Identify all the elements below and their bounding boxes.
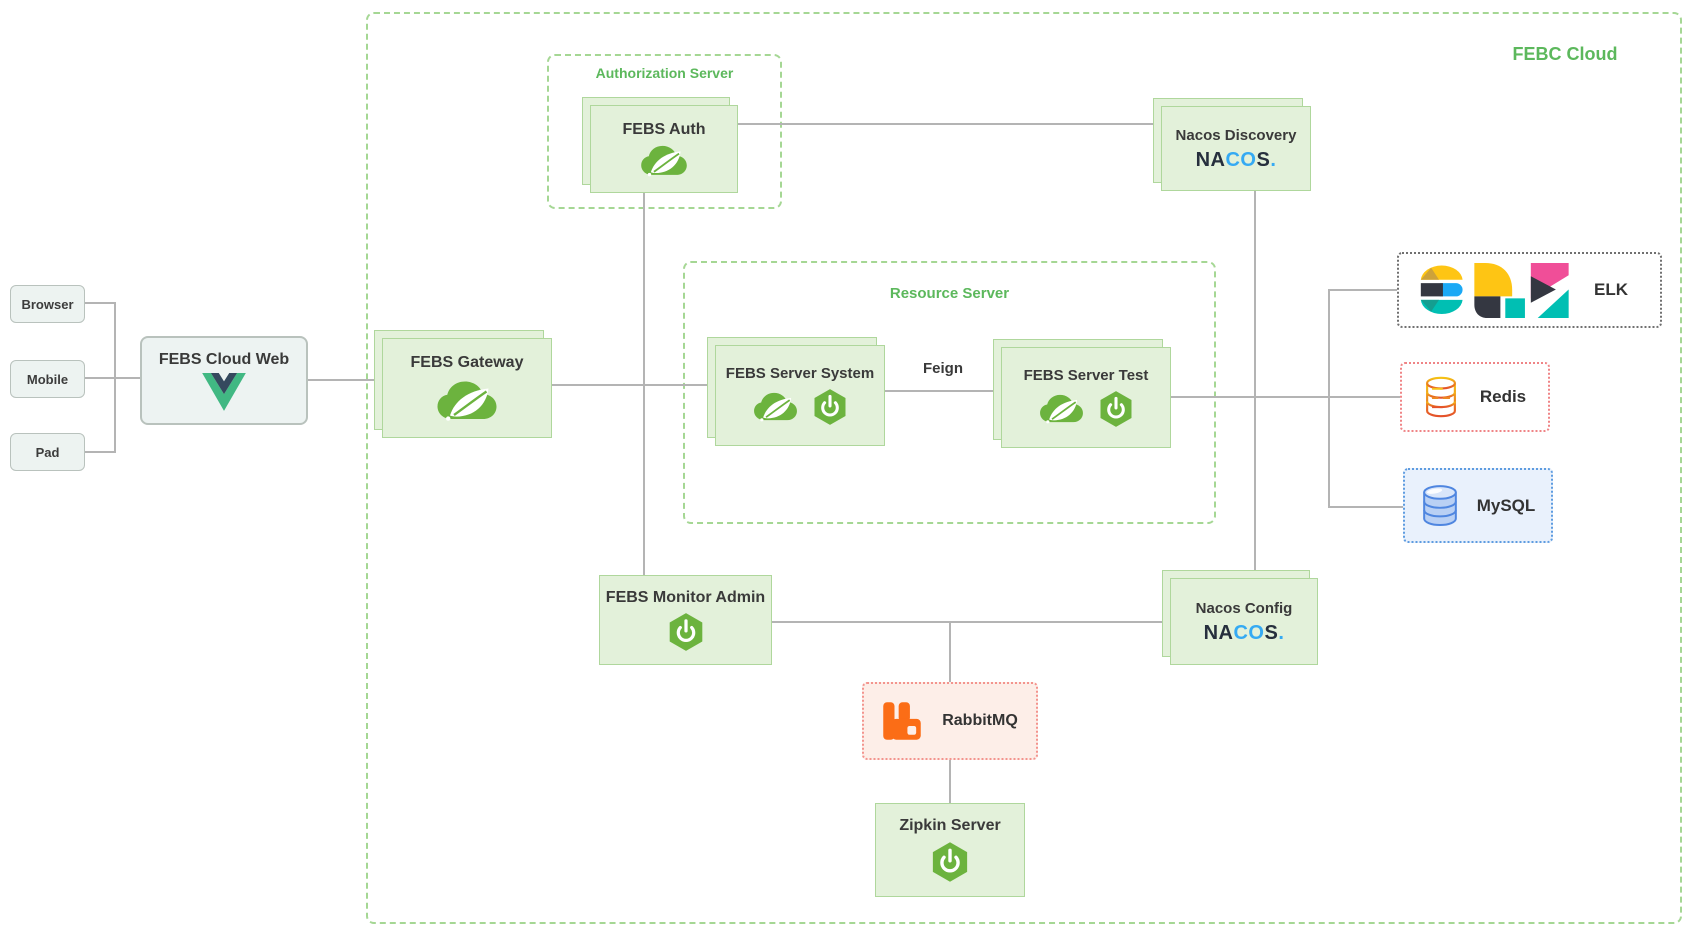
febs-gateway-label: FEBS Gateway [410, 353, 524, 371]
pad-label: Pad [35, 444, 60, 460]
edge-gateway-system [552, 384, 715, 386]
node-febs-server-test: FEBS Server Test [993, 339, 1171, 448]
edge-nacos-discovery-config-vertical [1254, 191, 1256, 570]
edge-test-redis [1171, 396, 1400, 398]
nacos-logo: NACOS. [1195, 149, 1277, 171]
vue-icon [202, 372, 246, 411]
spring-boot-icon [811, 388, 849, 426]
edge-pad-junction [85, 451, 116, 453]
febc-cloud-label: FEBC Cloud [1512, 44, 1618, 64]
node-pad: Pad [10, 433, 85, 471]
node-febs-cloud-web: FEBS Cloud Web [140, 336, 308, 425]
spring-cloud-icon [639, 144, 689, 178]
edge-web-gateway [308, 379, 374, 381]
nacos-config-label: Nacos Config [1195, 600, 1293, 617]
resource-server-label: Resource Server [889, 285, 1010, 302]
node-zipkin-server: Zipkin Server [875, 803, 1025, 897]
edge-branch-elk [1329, 289, 1397, 291]
redis-db-icon [1424, 375, 1458, 419]
edge-branch-mysql [1329, 506, 1403, 508]
nacos-logo: NACOS. [1203, 622, 1285, 644]
edge-auth-nacos-discovery [738, 123, 1161, 125]
edge-clients-vertical [114, 302, 116, 453]
rabbitmq-label: RabbitMQ [942, 712, 1018, 729]
spring-cloud-icon [1038, 393, 1085, 425]
browser-label: Browser [21, 296, 74, 312]
mysql-label: MySQL [1476, 495, 1536, 515]
mobile-label: Mobile [26, 371, 69, 387]
edge-auth-monitor-vertical [643, 193, 645, 575]
spring-boot-icon [1097, 390, 1135, 428]
node-mysql: MySQL [1403, 468, 1553, 543]
edge-system-test [885, 390, 1001, 392]
rabbitmq-icon [882, 700, 922, 742]
febs-cloud-web-label: FEBS Cloud Web [158, 350, 290, 368]
node-browser: Browser [10, 285, 85, 323]
feign-edge-label: Feign [923, 360, 963, 377]
febs-server-test-label: FEBS Server Test [1023, 367, 1149, 384]
authorization-server-group: Authorization Server [547, 54, 782, 209]
zipkin-server-label: Zipkin Server [899, 817, 1001, 834]
resource-server-group: Resource Server [683, 261, 1216, 524]
node-redis: Redis [1400, 362, 1550, 432]
kibana-glyph [1530, 262, 1569, 318]
febs-auth-label: FEBS Auth [622, 120, 706, 138]
node-rabbitmq: RabbitMQ [862, 682, 1038, 760]
febc-cloud-container [366, 12, 1682, 924]
febs-server-system-label: FEBS Server System [725, 365, 875, 382]
node-febs-auth: FEBS Auth [582, 97, 738, 193]
icon-row [752, 388, 849, 426]
node-mobile: Mobile [10, 360, 85, 398]
node-febs-server-system: FEBS Server System [707, 337, 885, 446]
elk-label: ELK [1594, 280, 1628, 299]
edge-storage-branch-vertical [1328, 289, 1330, 508]
elk-logo [1419, 262, 1569, 318]
node-elk: ELK [1397, 252, 1662, 328]
node-febs-gateway: FEBS Gateway [374, 330, 552, 438]
logstash-glyph [1474, 262, 1525, 318]
edge-rabbitmq-zipkin [949, 760, 951, 803]
edge-monitor-nacos-config [772, 621, 1170, 623]
node-febs-monitor-admin: FEBS Monitor Admin [599, 575, 772, 665]
elasticsearch-glyph [1420, 265, 1463, 314]
authorization-server-label: Authorization Server [595, 65, 734, 81]
spring-boot-icon [666, 612, 706, 652]
node-nacos-config: Nacos Config NACOS. [1162, 570, 1318, 665]
edge-browser-junction [85, 302, 116, 304]
edge-mobile-web [85, 377, 140, 379]
icon-row [1038, 390, 1135, 428]
febs-monitor-admin-label: FEBS Monitor Admin [605, 588, 766, 606]
nacos-discovery-label: Nacos Discovery [1175, 127, 1297, 144]
mysql-db-icon [1421, 483, 1459, 529]
redis-label: Redis [1479, 387, 1527, 406]
spring-cloud-icon [435, 379, 499, 423]
node-nacos-discovery: Nacos Discovery NACOS. [1153, 98, 1311, 191]
spring-boot-icon [929, 841, 971, 883]
spring-cloud-icon [752, 391, 799, 423]
edge-junction-rabbitmq [949, 621, 951, 682]
